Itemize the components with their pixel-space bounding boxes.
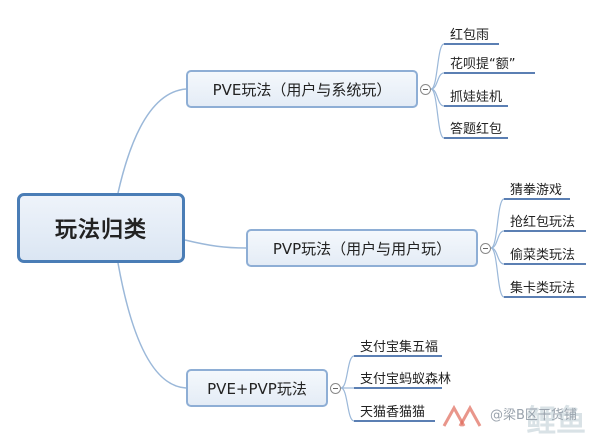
watermark-logo-icon xyxy=(442,404,482,427)
watermark-logo-text: 鲤鱼 xyxy=(526,404,586,439)
root-node-play-categories[interactable]: 玩法归类 xyxy=(17,193,185,263)
collapse-toggle-pve-icon[interactable] xyxy=(420,84,431,95)
collapse-toggle-pvp-icon[interactable] xyxy=(480,243,491,254)
branch-1-leaf-connectors xyxy=(430,43,445,139)
leaf-tmall-cat[interactable]: 天猫香猫猫 xyxy=(360,405,426,420)
branch-2-leaf-connectors xyxy=(490,198,505,298)
leaf-card-collecting[interactable]: 集卡类玩法 xyxy=(510,281,576,296)
branch-node-pvp[interactable]: PVP玩法（用户与用户玩） xyxy=(246,229,478,267)
watermark-text: @梁B区干货铺 xyxy=(490,408,577,423)
collapse-toggle-pve-pvp-icon[interactable] xyxy=(330,383,341,394)
branch-1-leaf-underlines xyxy=(444,43,535,139)
root-to-branch-1-connector xyxy=(117,88,187,194)
branch-2-leaf-underlines xyxy=(504,198,586,298)
branch-3-leaf-underlines xyxy=(354,355,442,422)
watermark: 鲤鱼 @梁B区干货铺 xyxy=(440,396,605,439)
leaf-quiz-red-envelope[interactable]: 答题红包 xyxy=(450,122,503,137)
root-to-branch-3-connector xyxy=(117,262,187,389)
branch-node-pve-pvp[interactable]: PVE+PVP玩法 xyxy=(186,369,328,407)
leaf-claw-machine[interactable]: 抓娃娃机 xyxy=(450,90,503,105)
branch-node-pve[interactable]: PVE玩法（用户与系统玩） xyxy=(186,70,418,108)
leaf-alipay-ant-forest[interactable]: 支付宝蚂蚁森林 xyxy=(360,372,452,387)
leaf-grab-red-envelope[interactable]: 抢红包玩法 xyxy=(510,215,576,230)
leaf-huabei-credit[interactable]: 花呗提“额” xyxy=(450,57,516,72)
leaf-steal-vegetables[interactable]: 偷菜类玩法 xyxy=(510,248,576,263)
leaf-alipay-five-blessings[interactable]: 支付宝集五福 xyxy=(360,340,439,355)
root-to-branch-2-connector xyxy=(184,239,247,249)
leaf-rock-paper-scissors[interactable]: 猜拳游戏 xyxy=(510,183,563,198)
branch-3-leaf-connectors xyxy=(340,355,355,422)
leaf-red-envelope-rain[interactable]: 红包雨 xyxy=(450,28,490,43)
